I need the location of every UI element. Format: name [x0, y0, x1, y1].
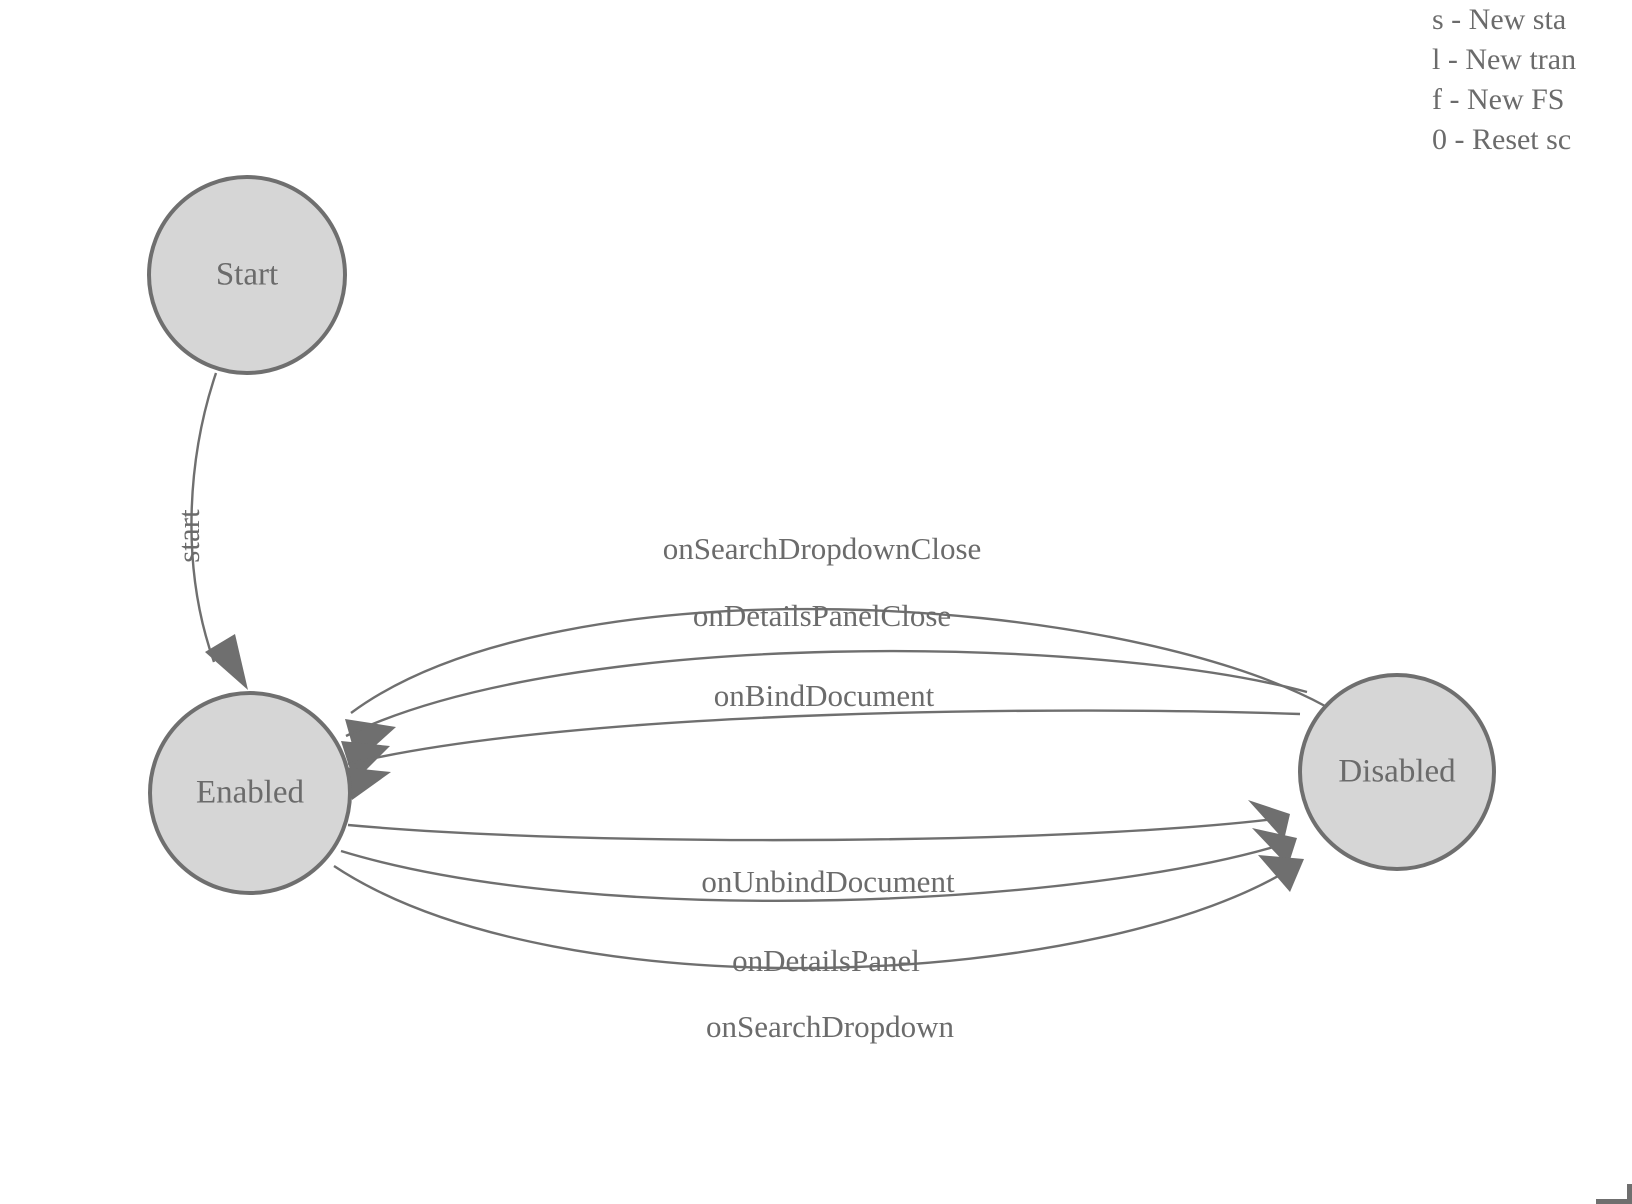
edge-on-search-dropdown-path[interactable] — [333, 862, 1299, 970]
edge-on-bind-document-path[interactable] — [347, 709, 1301, 766]
edge-on-search-dropdown[interactable] — [333, 855, 1304, 970]
node-start-label: Start — [216, 257, 278, 293]
edge-start-path[interactable] — [190, 372, 218, 663]
edge-on-unbind-document[interactable] — [347, 800, 1290, 842]
edge-label-on-search-dropdown: onSearchDropdown — [706, 1009, 954, 1044]
edge-label-start: start — [171, 509, 206, 563]
node-start[interactable]: Start — [147, 175, 347, 375]
edge-on-details-panel-arrowhead — [1252, 828, 1297, 866]
edge-label-on-details-panel: onDetailsPanel — [732, 943, 920, 978]
resize-handle-icon[interactable] — [1596, 1184, 1632, 1204]
help-line-new-fsm: f - New FS — [1432, 83, 1565, 116]
edge-on-details-panel[interactable] — [340, 828, 1297, 903]
edge-on-unbind-document-arrowhead — [1248, 800, 1290, 840]
edge-on-search-dropdown-arrowhead — [1258, 855, 1304, 892]
node-enabled-circle[interactable] — [148, 691, 352, 895]
node-enabled-label: Enabled — [196, 775, 305, 811]
edge-label-on-search-dropdown-close: onSearchDropdownClose — [663, 531, 982, 566]
edge-label-on-unbind-document: onUnbindDocument — [701, 864, 955, 899]
edge-on-unbind-document-path[interactable] — [347, 816, 1284, 842]
edge-start[interactable] — [190, 372, 248, 690]
edge-start-arrowhead — [205, 634, 248, 690]
edge-on-bind-document-arrowhead — [343, 767, 391, 800]
edge-on-search-dropdown-close-path[interactable] — [350, 607, 1326, 714]
help-line-reset: 0 - Reset sc — [1432, 123, 1572, 156]
node-enabled[interactable]: Enabled — [148, 691, 352, 895]
help-legend: s - New sta l - New tran f - New FS 0 - … — [1432, 0, 1632, 160]
edge-on-details-panel-close[interactable] — [341, 649, 1308, 782]
node-disabled-circle[interactable] — [1298, 673, 1496, 871]
help-line-new-state: s - New sta — [1432, 3, 1567, 36]
node-start-circle[interactable] — [147, 175, 347, 375]
help-line-new-transition: l - New tran — [1432, 43, 1577, 76]
edge-label-on-details-panel-close: onDetailsPanelClose — [693, 598, 951, 633]
node-disabled[interactable]: Disabled — [1298, 673, 1496, 871]
edge-label-on-bind-document: onBindDocument — [714, 678, 935, 713]
edge-on-details-panel-path[interactable] — [340, 840, 1291, 903]
edge-on-bind-document[interactable] — [343, 709, 1301, 800]
node-disabled-label: Disabled — [1338, 754, 1456, 790]
edge-on-details-panel-close-path[interactable] — [345, 649, 1308, 738]
